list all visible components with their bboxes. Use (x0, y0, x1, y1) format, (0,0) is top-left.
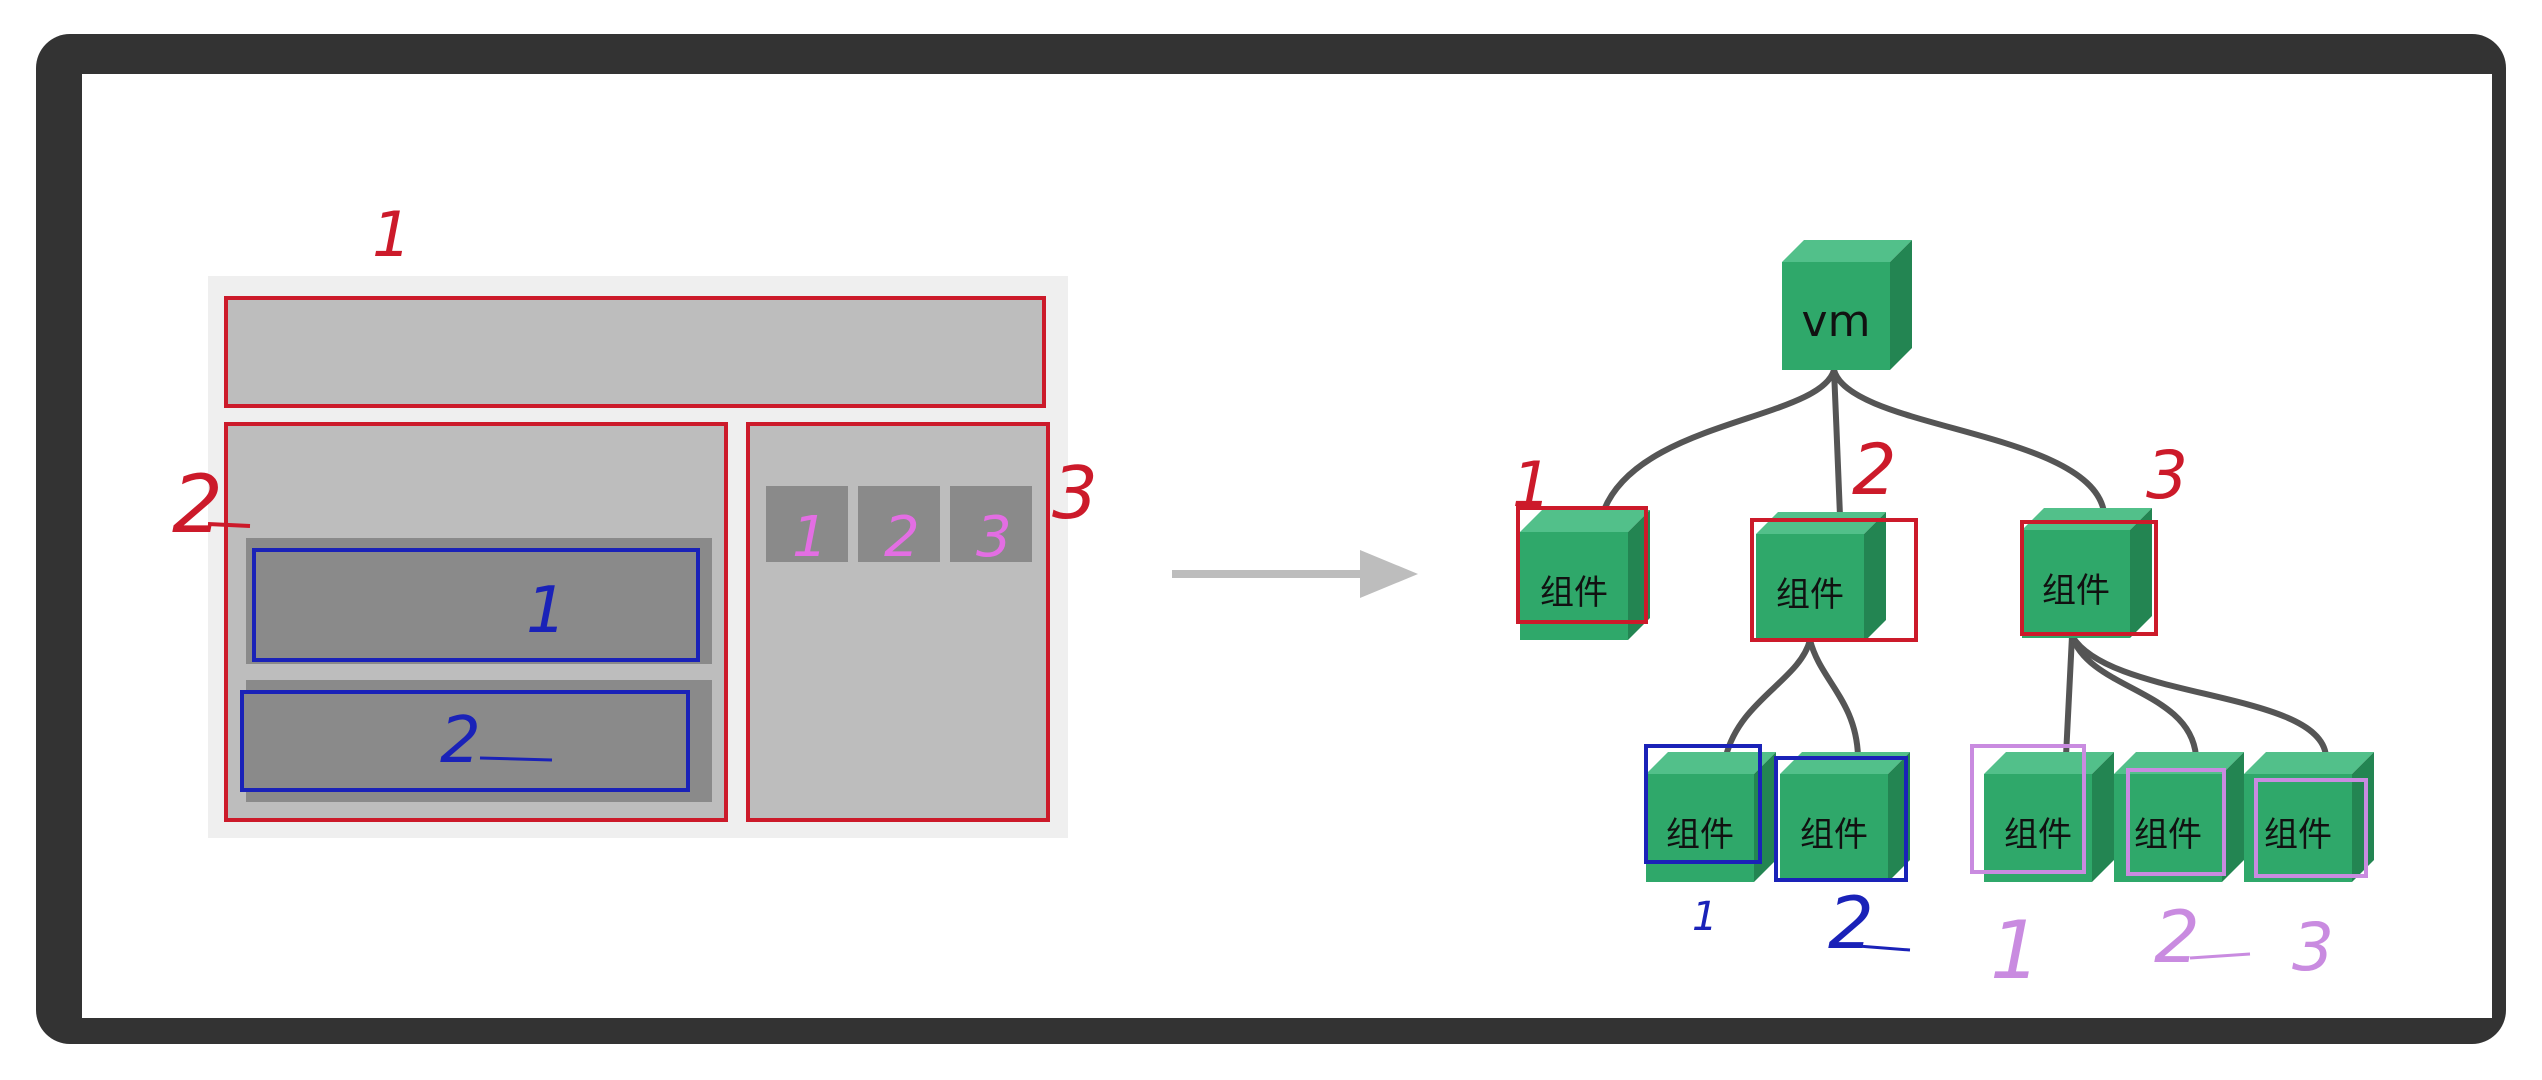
grandchild-2-2-outline (1774, 756, 1908, 882)
main-block-2-underline (479, 756, 553, 762)
grandchild-3-1-outline (1970, 744, 2086, 874)
component-tree: vm 组件 组件 组件 1 2 3 组件 组件 (1512, 240, 2374, 997)
layout-wireframe: 1 2 1 2 3 1 2 3 (172, 198, 1098, 838)
child-1-outline (1516, 506, 1648, 624)
label-main-number: 2 (172, 458, 223, 551)
cube-child-2: 组件 (1756, 512, 1886, 642)
label-sidebar-number: 3 (1052, 451, 1098, 535)
arrow-head (1360, 550, 1418, 598)
child-2-number: 2 (1852, 429, 1897, 511)
layout-header-box (224, 296, 1046, 408)
child-1-number: 1 (1512, 448, 1551, 521)
edge-child-3-grandchild-2 (2069, 633, 2199, 759)
grandchild-3-2-underline (2189, 952, 2251, 960)
cube-grandchild-2-2: 组件 (1780, 752, 1910, 882)
transform-arrow (1172, 550, 1418, 598)
child-3-outline (2020, 520, 2158, 636)
child-2-outline (1750, 518, 1918, 642)
cube-grandchild-3-3-label: 组件 (2264, 815, 2332, 855)
edge-child-3-grandchild-1 (2063, 633, 2075, 759)
main-block-1 (252, 548, 700, 662)
sidebar-tab-3 (950, 486, 1032, 562)
grandchild-2-2-number: 2 (1828, 881, 1874, 965)
cube-child-1: 组件 (1520, 510, 1650, 640)
edge-root-child-2 (1831, 367, 1843, 519)
cube-grandchild-3-2: 组件 (2114, 752, 2244, 882)
cube-child-1-label: 组件 (1540, 573, 1608, 613)
grandchild-3-3-outline (2254, 778, 2368, 878)
grandchild-3-1-number: 1 (1990, 904, 2041, 997)
edge-child-2-grandchild-1 (1723, 637, 1813, 759)
cube-vm-label: vm (1802, 296, 1871, 347)
child-3-number: 3 (2146, 437, 2188, 514)
label-main-pointer (207, 522, 251, 528)
sidebar-tab-1-number: 1 (792, 505, 828, 570)
main-block-2-number: 2 (440, 704, 481, 778)
cube-grandchild-2-1: 组件 (1646, 752, 1776, 882)
tree-edges (1601, 367, 2329, 759)
edge-child-2-grandchild-2 (1807, 637, 1861, 759)
edge-child-3-grandchild-3 (2069, 633, 2329, 759)
main-block-2 (240, 690, 690, 792)
cube-grandchild-3-2-label: 组件 (2134, 815, 2202, 855)
main-block-1-number: 1 (526, 574, 567, 648)
cube-grandchild-3-1-label: 组件 (2004, 815, 2072, 855)
sidebar-tab-2-number: 2 (884, 505, 920, 570)
sidebar-tab-1 (766, 486, 848, 562)
grandchild-3-2-number: 2 (2154, 895, 2200, 979)
edge-root-child-3 (1831, 367, 2107, 515)
cube-child-3-label: 组件 (2042, 571, 2110, 611)
grandchild-2-2-underline (1857, 944, 1911, 952)
cube-vm-root: vm (1782, 240, 1912, 370)
label-header-number: 1 (372, 198, 411, 271)
sidebar-tab-3-number: 3 (976, 505, 1012, 570)
cube-grandchild-3-1: 组件 (1984, 752, 2114, 882)
edge-root-child-1 (1601, 367, 1837, 513)
cube-child-2-label: 组件 (1776, 575, 1844, 615)
grandchild-2-1-number: 1 (1692, 894, 1717, 940)
grandchild-3-2-outline (2126, 768, 2226, 876)
sidebar-tab-2 (858, 486, 940, 562)
grandchild-2-1-outline (1644, 744, 1762, 864)
cube-child-3: 组件 (2022, 508, 2152, 638)
cube-grandchild-2-1-label: 组件 (1666, 815, 1734, 855)
layout-sidebar-box (746, 422, 1050, 822)
cube-grandchild-2-2-label: 组件 (1800, 815, 1868, 855)
cube-grandchild-3-3: 组件 (2244, 752, 2374, 882)
grandchild-3-3-number: 3 (2292, 909, 2334, 986)
